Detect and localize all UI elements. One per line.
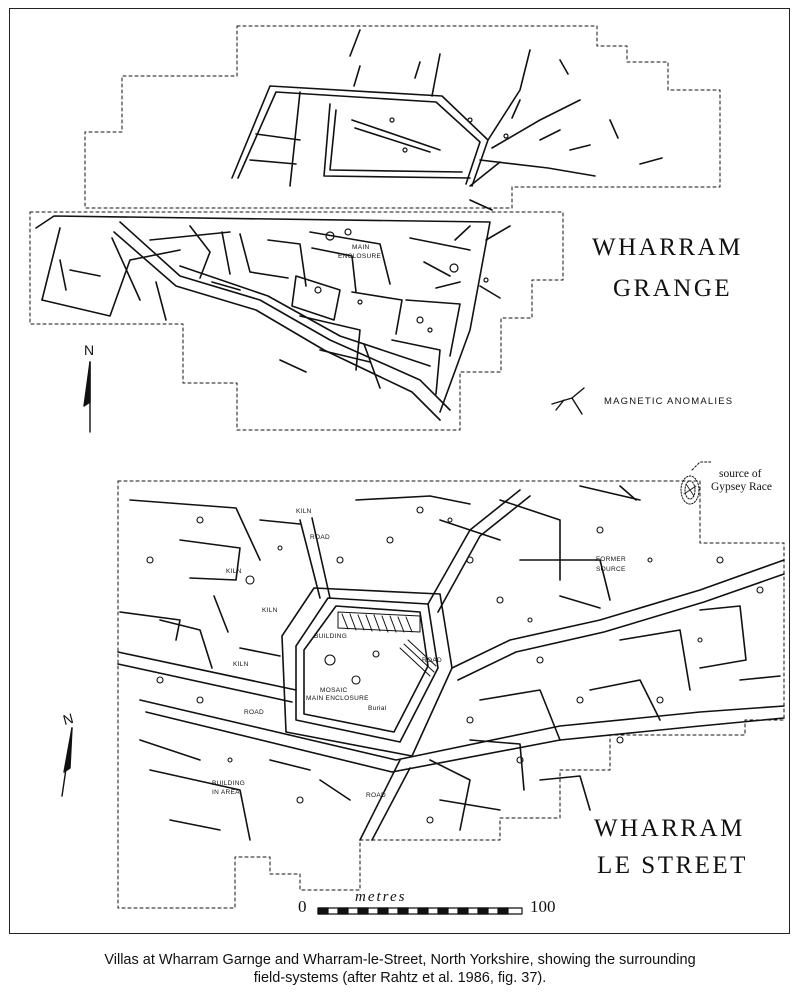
villa-building-hatching — [337, 611, 437, 677]
title-wharram-grange-line1: WHARRAM — [592, 234, 743, 261]
gypsey-race-source-symbol — [680, 461, 713, 505]
label-road-3: ROAD — [244, 709, 264, 716]
label-road-4: ROAD — [366, 792, 386, 799]
label-former-source-2: SOURCE — [596, 566, 626, 573]
title-wharram-grange-line2: GRANGE — [613, 275, 733, 302]
legend-magnetic-anomalies: MAGNETIC ANOMALIES — [604, 396, 734, 407]
label-main-enclosure-grange-1: MAIN — [352, 244, 369, 251]
label-main-enclosure: MAIN ENCLOSURE — [306, 695, 369, 702]
survey-map: MAIN ENCLOSURE KILN ROAD KILN KILN BUILD… — [29, 25, 785, 915]
caption-line-2: field-systems (after Rahtz et al. 1986, … — [253, 970, 547, 986]
label-kiln-4: KILN — [233, 661, 249, 668]
legend-source-line1: source of — [719, 468, 762, 480]
label-mosaic: MOSAIC — [320, 687, 347, 694]
legend-gypsey-race-source: source of Gypsey Race — [711, 468, 772, 494]
label-former-source-1: FORMER — [596, 556, 626, 563]
street-field-system — [117, 485, 785, 841]
legend-source-line2: Gypsey Race — [711, 481, 772, 493]
title-wharram-le-street-line1: WHARRAM — [594, 815, 745, 842]
scale-unit-label: metres — [355, 889, 407, 905]
north-arrow-lower — [61, 727, 73, 797]
grange-survey-boundary-north — [84, 25, 721, 209]
north-label-upper: N — [84, 342, 95, 358]
label-road-1: ROAD — [310, 534, 330, 541]
scale-max-label: 100 — [530, 897, 556, 916]
street-anomalies — [146, 506, 764, 824]
title-wharram-le-street-line2: LE STREET — [597, 852, 748, 879]
figure-caption: Villas at Wharram Garnge and Wharram-le-… — [0, 951, 800, 987]
label-kiln-1: KILN — [296, 508, 312, 515]
north-arrow-upper — [83, 361, 91, 433]
label-kiln-2: KILN — [226, 568, 242, 575]
label-building-in-area-2: IN AREA — [212, 789, 240, 796]
magnetic-anomaly-symbol — [551, 387, 585, 415]
label-road-2: ROAD — [422, 657, 442, 664]
map-frame — [9, 8, 790, 934]
label-building: BUILDING — [314, 633, 347, 640]
scale-bar — [317, 907, 523, 915]
grange-anomalies — [314, 117, 509, 333]
caption-line-1: Villas at Wharram Garnge and Wharram-le-… — [104, 952, 696, 968]
scale-min-label: 0 — [298, 897, 307, 916]
street-survey-boundary — [117, 480, 785, 909]
label-main-enclosure-grange-2: ENCLOSURE — [338, 253, 382, 260]
label-building-in-area-1: BUILDING — [212, 780, 245, 787]
label-burial: Burial — [368, 705, 387, 712]
label-kiln-3: KILN — [262, 607, 278, 614]
grange-field-system — [35, 29, 663, 421]
